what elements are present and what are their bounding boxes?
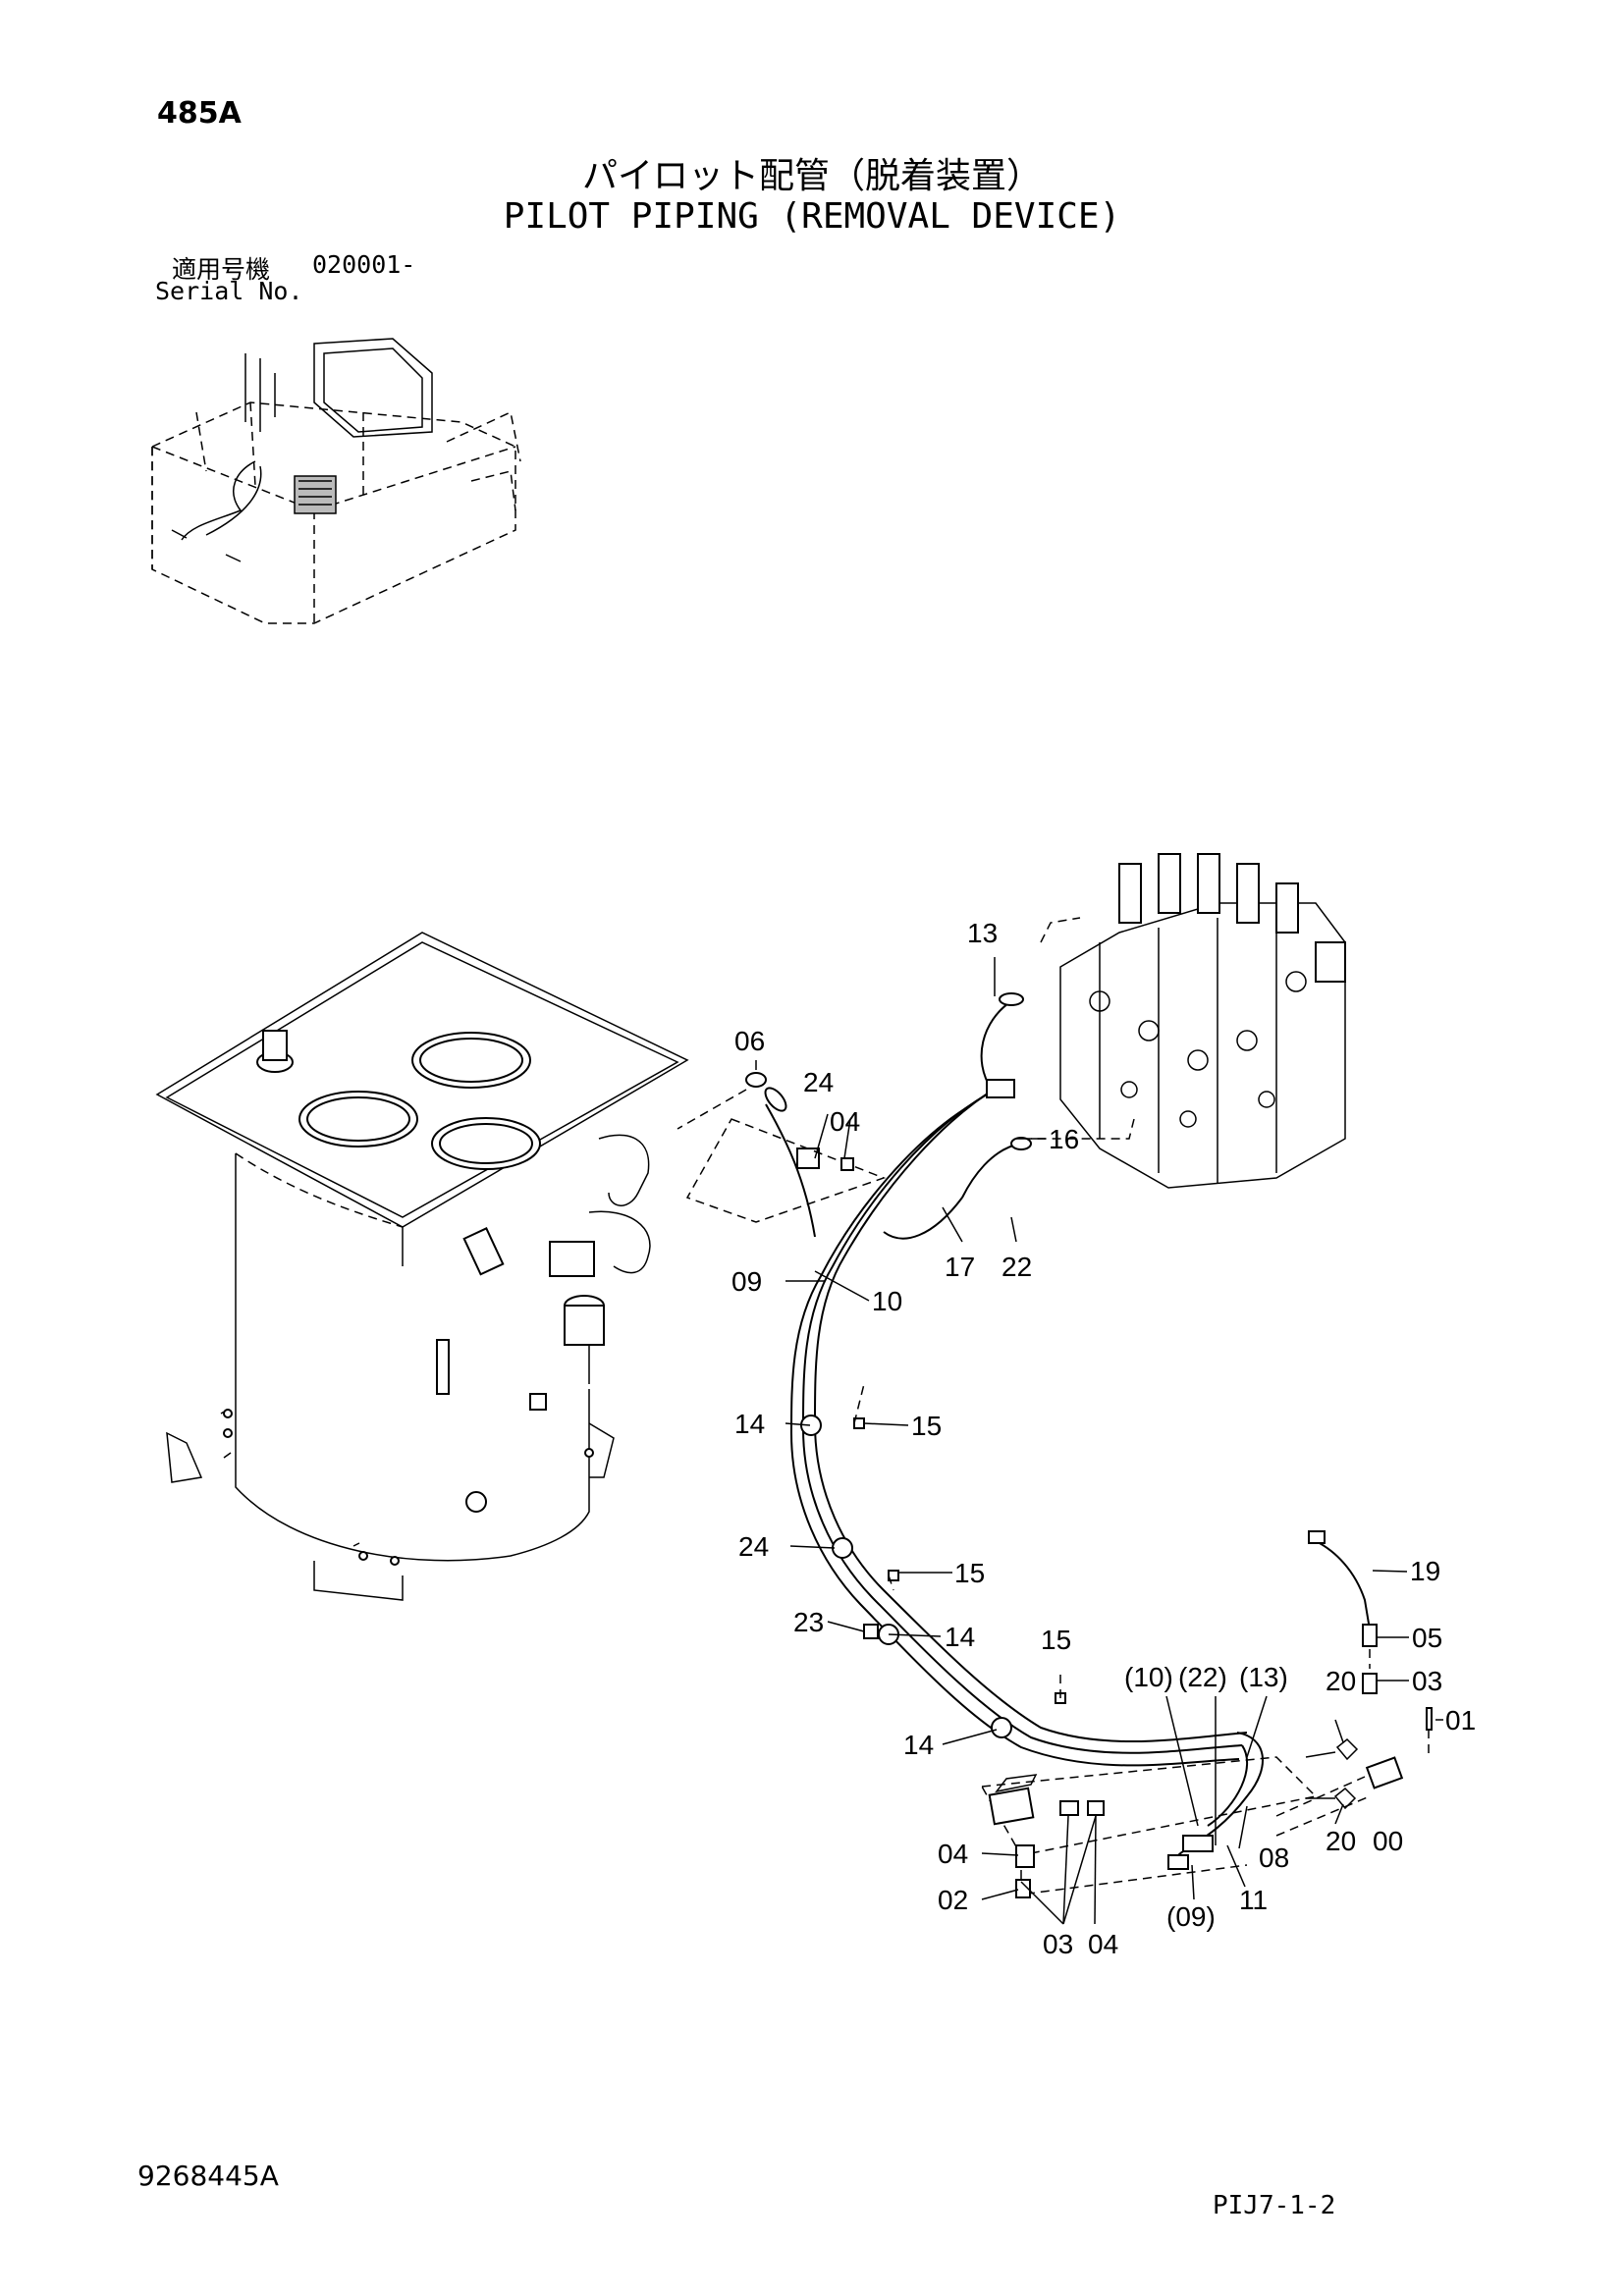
page-number: 485A [157, 96, 242, 131]
sheet-reference: PIJ7-1-2 [1213, 2191, 1336, 2220]
callout-05: 05 [1412, 1623, 1442, 1653]
serial-label-english: Serial No. [155, 277, 303, 305]
callout-11: 11 [1239, 1885, 1268, 1915]
callout-20: 20 [1326, 1826, 1356, 1856]
callout-14: 14 [903, 1730, 934, 1760]
callout-09: 09 [731, 1266, 762, 1297]
callout-10-ref: (10) [1124, 1662, 1173, 1692]
callout-19: 19 [1410, 1556, 1440, 1586]
control-valve [1059, 853, 1346, 1189]
callout-03: 03 [1043, 1929, 1073, 1959]
serial-label-japanese: 適用号機 [172, 255, 271, 284]
callout-15: 15 [1041, 1625, 1071, 1655]
callout-14: 14 [945, 1622, 975, 1652]
title-english: PILOT PIPING (REMOVAL DEVICE) [503, 196, 1121, 237]
solenoid-assembly [980, 1707, 1433, 1898]
callout-10: 10 [872, 1286, 902, 1316]
callout-04: 04 [1088, 1929, 1118, 1959]
callout-09-ref: (09) [1166, 1901, 1216, 1932]
callout-22-ref: (22) [1178, 1662, 1227, 1692]
callout-02: 02 [938, 1885, 968, 1915]
machine-overview-illustration [151, 338, 521, 624]
callout-17: 17 [945, 1252, 975, 1282]
callout-06: 06 [734, 1026, 765, 1056]
callout-numbers: 13 06 24 04 16 09 10 17 22 14 15 24 15 1… [731, 918, 1476, 1959]
callout-15: 15 [954, 1558, 985, 1588]
callout-08: 08 [1259, 1842, 1289, 1873]
callout-22: 22 [1001, 1252, 1032, 1282]
callout-04: 04 [830, 1106, 860, 1137]
serial-value: 020001- [312, 250, 416, 279]
callout-00: 00 [1373, 1826, 1403, 1856]
callout-13: 13 [967, 918, 998, 948]
hydraulic-tank [155, 932, 689, 1601]
pilot-hoses [677, 917, 1378, 1856]
callout-20: 20 [1326, 1666, 1356, 1696]
callout-24: 24 [803, 1067, 834, 1097]
callout-16: 16 [1049, 1124, 1079, 1154]
callout-23: 23 [793, 1607, 824, 1637]
callout-14: 14 [734, 1409, 765, 1439]
callout-15: 15 [911, 1411, 942, 1441]
document-number: 9268445A [137, 2160, 279, 2192]
callout-04: 04 [938, 1839, 968, 1869]
callout-01: 01 [1445, 1705, 1476, 1735]
callout-13-ref: (13) [1239, 1662, 1288, 1692]
callout-leaders [755, 957, 1443, 1925]
callout-24: 24 [738, 1531, 769, 1562]
callout-03: 03 [1412, 1666, 1442, 1696]
title-japanese: パイロット配管（脱着装置） [581, 156, 1042, 196]
